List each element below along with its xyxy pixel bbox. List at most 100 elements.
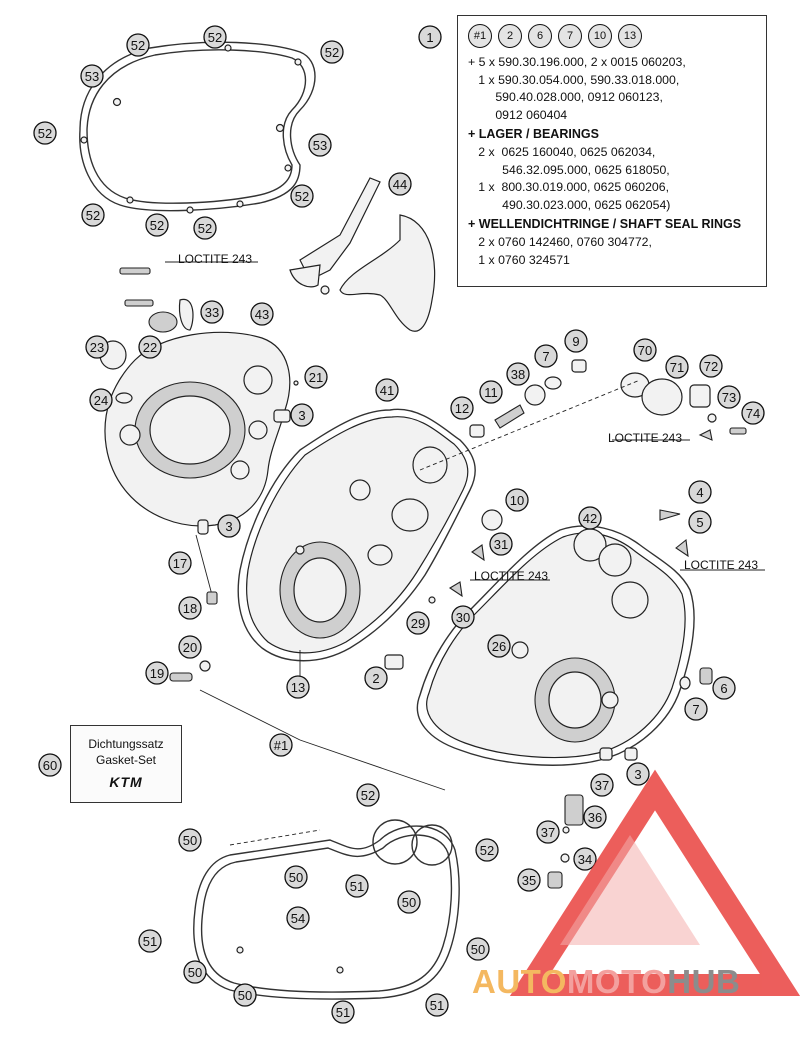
parts-line: + 5 x 590.30.196.000, 2 x 0015 060203, [468,55,686,69]
callout-number: 13 [291,680,305,695]
part-callout-72: 72 [699,354,723,378]
part-callout-74: 74 [741,401,765,425]
callout-number: 52 [131,38,145,53]
callout-number: 52 [480,843,494,858]
callout-circle [684,697,708,721]
callout-number: 7 [692,702,699,717]
callout-circle [320,40,344,64]
part-callout-41: 41 [375,378,399,402]
ktm-logo: KTM [109,774,143,790]
part-callout-9: 9 [564,329,588,353]
callout-circle [741,401,765,425]
part-callout-51: 51 [138,929,162,953]
callout-number: 11 [484,385,498,400]
callout-circle [487,634,511,658]
part-callout-2: 2 [364,666,388,690]
callout-circle [126,33,150,57]
part-callout-54: 54 [286,906,310,930]
callout-number: 1 [426,30,433,45]
part-callout-52: 52 [356,783,380,807]
callout-number: 53 [85,69,99,84]
callout-number: 52 [325,45,339,60]
bracket-part-44 [289,177,436,332]
callout-number: 2 [372,671,379,686]
part-callout-34: 34 [573,847,597,871]
part-callout-37: 37 [590,773,614,797]
callout-circle [145,661,169,685]
ref-circle: 7 [558,24,582,48]
callout-circle [626,762,650,786]
part-callout-26: 26 [487,634,511,658]
callout-number: 51 [350,879,364,894]
callout-circle [688,510,712,534]
part-callout-52: 52 [193,216,217,240]
part-callout-51: 51 [331,1000,355,1024]
callout-number: 35 [522,873,536,888]
callout-number: 36 [588,810,602,825]
callout-circle [183,960,207,984]
callout-number: 3 [298,408,305,423]
callout-number: 38 [511,367,525,382]
callout-circle [286,675,310,699]
bearings-line: 490.30.023.000, 0625 062054) [468,197,671,212]
callout-number: 52 [198,221,212,236]
bearings-header: + LAGER / BEARINGS [468,127,599,141]
callout-circle [80,64,104,88]
part-callout-21: 21 [304,365,328,389]
part-callout-50: 50 [178,828,202,852]
callout-number: 6 [720,681,727,696]
part-callout-52: 52 [126,33,150,57]
callout-circle [89,388,113,412]
callout-circle [699,354,723,378]
callout-circle [284,865,308,889]
part-callout-50: 50 [284,865,308,889]
callout-number: 52 [38,126,52,141]
callout-circle [33,121,57,145]
part-callout-53: 53 [308,133,332,157]
part-callout-7: 7 [534,344,558,368]
callout-number: 50 [289,870,303,885]
callout-number: #1 [274,738,288,753]
part-callout-52: 52 [290,184,314,208]
callout-number: 21 [309,370,323,385]
callout-number: 17 [173,556,187,571]
callout-number: 54 [291,911,305,926]
callout-circle [564,329,588,353]
callout-circle [536,820,560,844]
clutch-cover-part-43 [104,331,291,527]
seals-header: + WELLENDICHTRINGE / SHAFT SEAL RINGS [468,217,742,231]
part-callout-3: 3 [626,762,650,786]
callout-number: 34 [578,852,592,867]
bearings-line: 546.32.095.000, 0625 618050, [468,162,670,177]
part-callout-30: 30 [451,605,475,629]
callout-circle [450,396,474,420]
part-callout-11: 11 [479,380,503,404]
callout-number: 20 [183,640,197,655]
callout-circle [517,868,541,892]
parts-info-box: #1 2 6 7 10 13 + 5 x 590.30.196.000, 2 x… [457,15,767,287]
callout-circle [688,480,712,504]
ref-circle: 2 [498,24,522,48]
watermark-part-auto: AUTO [472,963,567,1000]
part-callout-5: 5 [688,510,712,534]
callout-number: 42 [583,511,597,526]
seals-line: 2 x 0760 142460, 0760 304772, [468,235,652,249]
part-callout-31: 31 [489,532,513,556]
watermark-triangle-logo [509,769,800,996]
callout-circle [583,805,607,829]
part-callout-60: 60 [38,753,62,777]
part-callout-29: 29 [406,611,430,635]
part-callout-7: 7 [684,697,708,721]
callout-circle [178,828,202,852]
part-callout-50: 50 [466,937,490,961]
parts-line: 1 x 590.30.054.000, 590.33.018.000, [468,72,680,87]
callout-number: 10 [510,493,524,508]
kit-label-de: Dichtungssatz [88,737,164,751]
bearings-line: 2 x 0625 160040, 0625 062034, [468,145,656,159]
callout-circle [203,25,227,49]
loctite-note-3: LOCTITE 243 [684,558,758,572]
callout-circle [534,344,558,368]
bearings-line: 1 x 800.30.019.000, 0625 060206, [468,180,670,194]
callout-circle [217,514,241,538]
